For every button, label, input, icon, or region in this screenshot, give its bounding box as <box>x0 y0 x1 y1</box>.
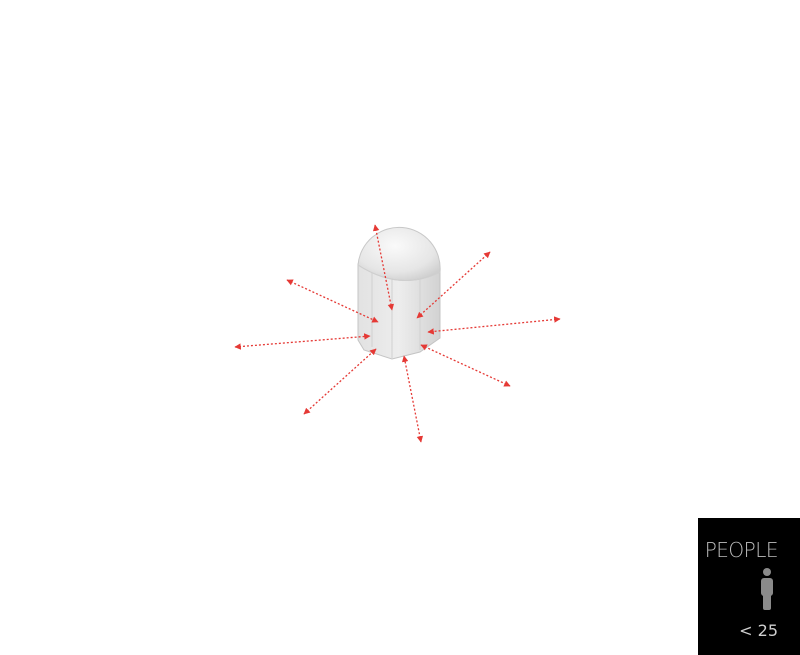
arrow <box>416 251 491 319</box>
arrow <box>401 355 424 443</box>
arrow <box>427 316 561 335</box>
arrow <box>303 348 377 415</box>
people-count: < 25 <box>739 621 778 640</box>
arrow <box>286 279 379 323</box>
arrow <box>420 344 511 387</box>
arrow <box>234 333 371 350</box>
people-title: PEOPLE <box>704 538 779 562</box>
cap-nut-model[interactable] <box>357 226 441 360</box>
direction-arrows <box>234 224 561 443</box>
arrow <box>372 224 395 311</box>
person-icon <box>761 568 773 610</box>
people-panel[interactable]: PEOPLE < 25 <box>698 518 800 655</box>
